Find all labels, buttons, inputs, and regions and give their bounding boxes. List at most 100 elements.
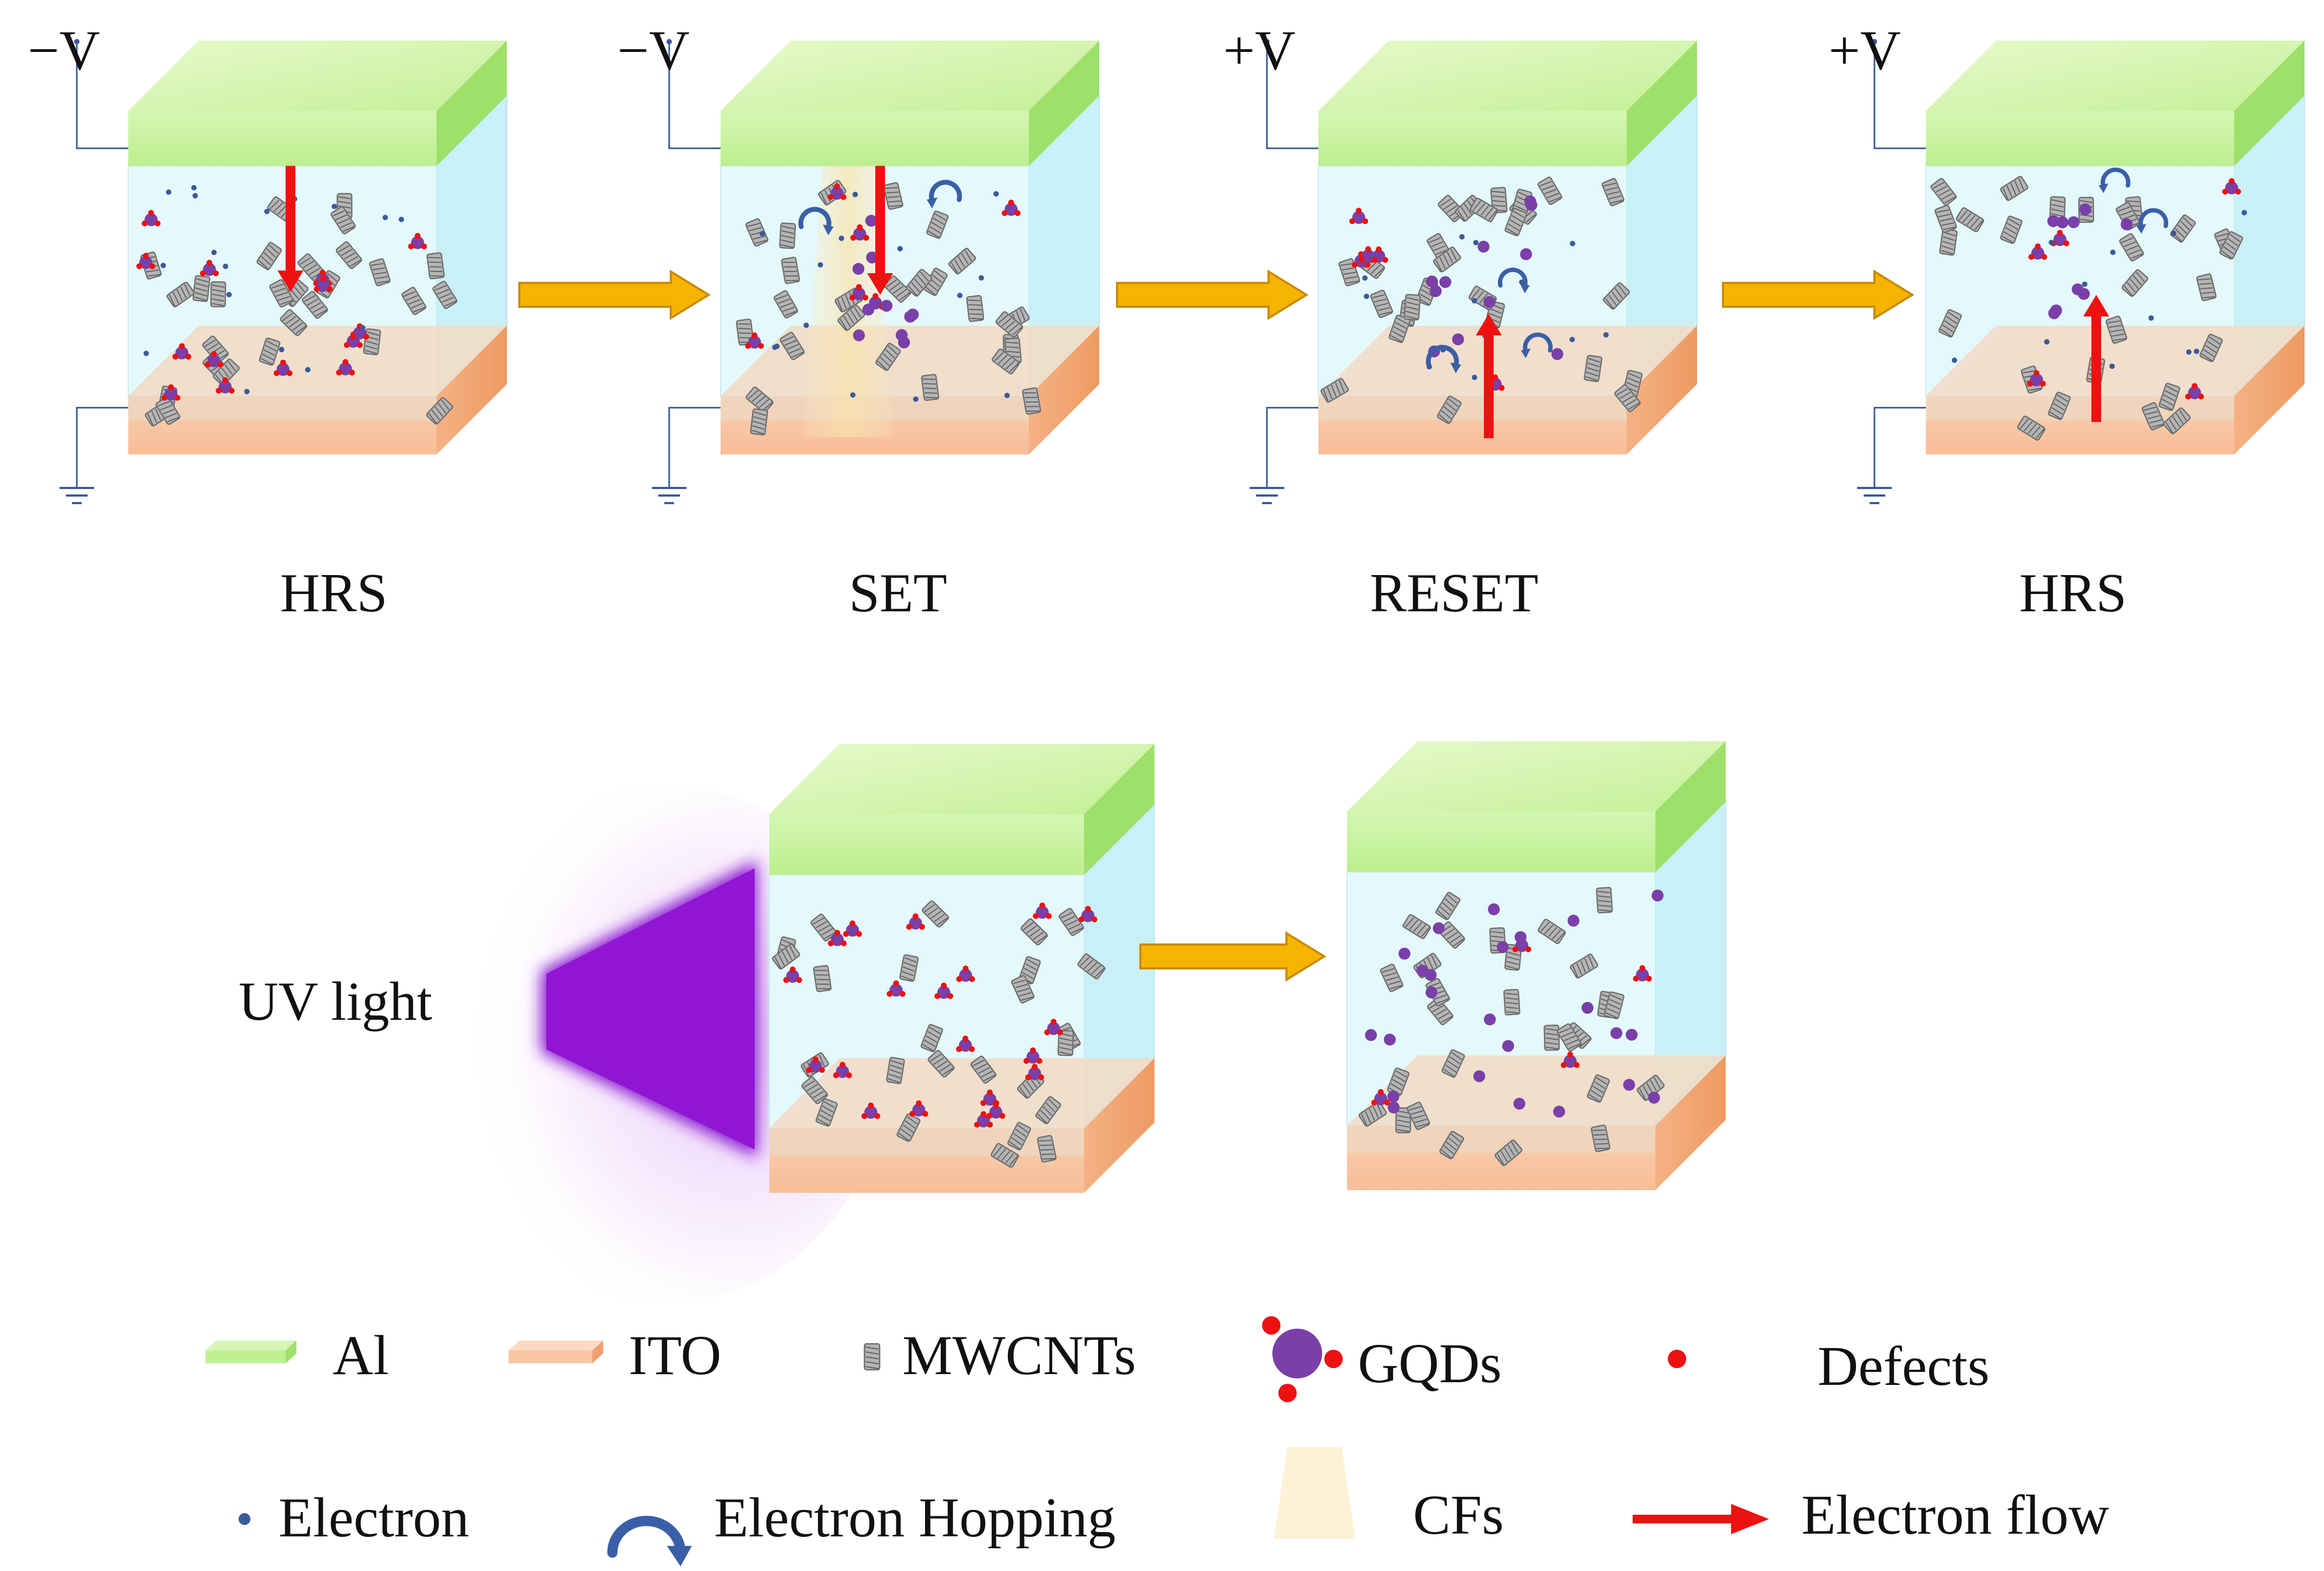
gqd-defect — [2185, 393, 2191, 400]
mwcnt-stripe — [1587, 367, 1599, 372]
mwcnt — [1601, 177, 1625, 207]
mwcnt-stripe — [785, 948, 793, 960]
mwcnt-stripe — [212, 289, 225, 293]
mwcnt-stripe — [2165, 422, 2174, 433]
mwcnt-stripe — [1943, 236, 1955, 241]
cf-legend-swatch — [1274, 1447, 1355, 1539]
ito-side — [1627, 326, 1697, 454]
mwcnt-stripe — [1508, 223, 1520, 231]
gqd-core — [1028, 1067, 1041, 1080]
al-top — [1347, 741, 1726, 811]
gqd-particle — [862, 303, 875, 316]
gqd-defect — [2033, 370, 2039, 377]
gqd-core — [1563, 1054, 1577, 1068]
mwcnt-stripe — [1650, 1080, 1657, 1092]
mwcnt-stripe — [1584, 958, 1590, 971]
mwcnt — [991, 1143, 1019, 1168]
mwcnt — [1614, 384, 1641, 412]
gqd — [336, 359, 355, 376]
gqd — [956, 965, 975, 982]
mwcnt — [875, 342, 901, 371]
mwcnt — [1427, 997, 1454, 1026]
mwcnt-stripe — [837, 299, 843, 312]
mwcnt-stripe — [261, 256, 271, 266]
mwcnt-stripe — [266, 340, 278, 347]
mwcnt — [1007, 1121, 1031, 1151]
mwcnt-stripe — [1012, 326, 1022, 336]
gqd-defect — [1351, 262, 1358, 268]
mwcnt-stripe — [922, 378, 936, 380]
mwcnt-stripe — [434, 406, 444, 417]
active-layer-contents — [1321, 176, 1643, 438]
mwcnt-body — [301, 291, 328, 319]
gqd-core — [937, 986, 950, 999]
gqd-defect — [1358, 256, 1365, 263]
gqd-defect — [1364, 262, 1371, 268]
electron-flow-arrow — [867, 165, 893, 295]
mwcnt-stripe — [1628, 402, 1640, 410]
mwcnt-stripe — [932, 274, 942, 283]
mwcnt-body — [2017, 415, 2046, 441]
electron — [191, 184, 197, 190]
mwcnt-stripe — [1447, 252, 1454, 263]
mwcnt-stripe — [221, 367, 230, 379]
mwcnt-stripe — [782, 226, 795, 230]
mwcnt-stripe — [1617, 285, 1627, 295]
mwcnt-stripe — [403, 291, 416, 297]
al-top — [1926, 41, 2305, 111]
mwcnt-stripe — [1394, 1074, 1405, 1082]
gqd-core — [1272, 1329, 1322, 1378]
gqd-defect — [149, 263, 155, 269]
gqd-core — [2188, 386, 2201, 400]
mwcnt-body — [991, 1143, 1019, 1168]
gqd-core — [203, 263, 216, 276]
gqd-defect — [1091, 916, 1098, 922]
mwcnt-stripe — [1395, 1070, 1407, 1078]
mwcnt — [1537, 919, 1566, 945]
mwcnt-stripe — [1540, 181, 1552, 187]
mwcnt-stripe — [737, 323, 750, 325]
gqd-core — [959, 968, 972, 982]
mwcnt-stripe — [1443, 1145, 1454, 1154]
mwcnt-stripe — [1412, 1114, 1425, 1119]
mwcnt-stripe — [2203, 349, 2215, 357]
mwcnt — [1543, 1025, 1560, 1051]
mwcnt-stripe — [2118, 206, 2130, 212]
gqd-defect — [213, 270, 219, 276]
mwcnt-body — [1494, 1139, 1523, 1166]
gqd-defect — [2040, 380, 2046, 387]
mwcnt-stripe — [752, 235, 765, 240]
mwcnt — [1011, 975, 1035, 1004]
gqd-core — [207, 354, 221, 367]
mwcnt-stripe — [925, 392, 937, 394]
process-arrow — [1116, 269, 1309, 320]
gqd-core — [786, 969, 800, 983]
mwcnt-stripe — [1409, 1106, 1421, 1111]
mwcnt-stripe — [1437, 910, 1448, 920]
mwcnt-stripe — [1440, 199, 1451, 207]
mwcnt-stripe — [194, 292, 207, 296]
mwcnt-stripe — [1377, 307, 1390, 311]
mwcnt-body — [1077, 953, 1106, 980]
gqd-particle — [1426, 275, 1438, 288]
electron-flow-arrow — [278, 165, 303, 292]
ito-top-face — [1347, 1055, 1726, 1126]
mwcnt — [301, 291, 328, 319]
gqd — [200, 260, 219, 276]
mwcnt-stripe — [752, 420, 765, 425]
gqd-particle — [852, 263, 864, 275]
mwcnt-stripe — [1962, 213, 1972, 223]
gqd-defect — [2222, 188, 2228, 195]
hopping-arrowhead — [823, 225, 834, 235]
mwcnt-stripe — [1639, 1088, 1646, 1100]
mwcnt-stripe — [2005, 227, 2017, 235]
mwcnt-stripe — [1614, 288, 1623, 299]
mwcnt-stripe — [2050, 411, 2061, 419]
al-front — [1318, 111, 1627, 166]
mwcnt-stripe — [1001, 357, 1012, 367]
mwcnt-stripe — [1042, 1158, 1055, 1160]
al-front — [1347, 811, 1655, 872]
mwcnt-stripe — [1936, 209, 1949, 213]
mwcnt — [745, 386, 774, 413]
mwcnt-stripe — [843, 315, 851, 327]
